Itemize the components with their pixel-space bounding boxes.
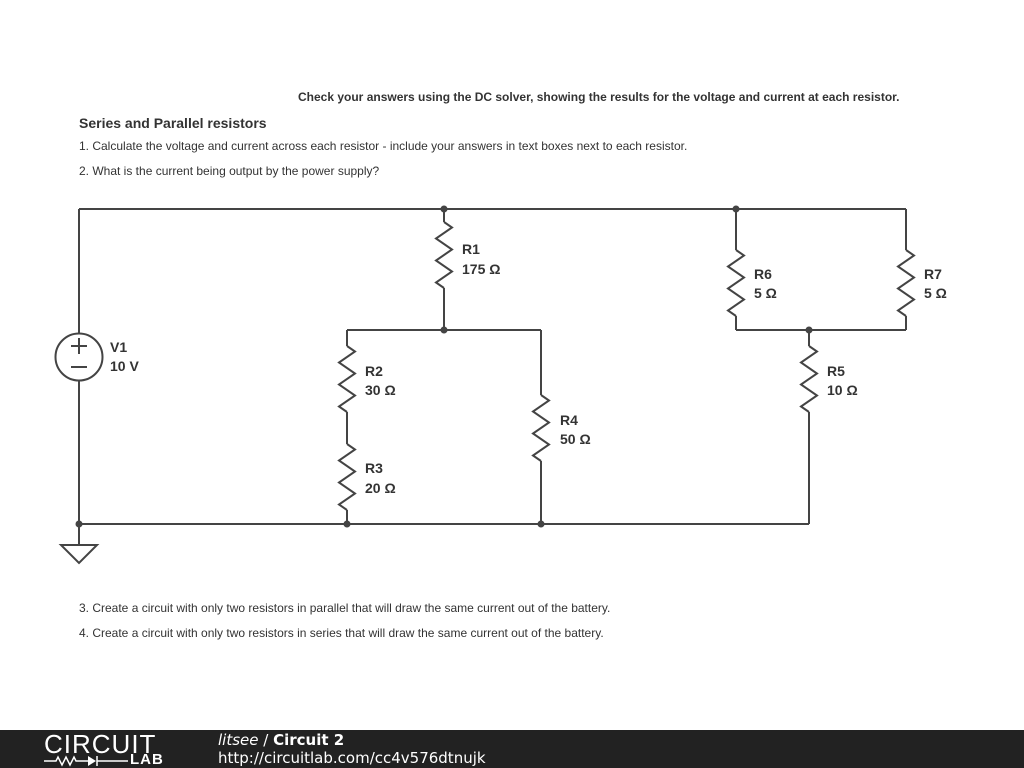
r1-name: R1 xyxy=(462,241,480,257)
wires xyxy=(78,208,907,545)
page-heading: Series and Parallel resistors xyxy=(79,115,267,131)
r5-name: R5 xyxy=(827,363,845,379)
circuit-byline: litsee / Circuit 2 xyxy=(218,731,344,749)
question-3: 3. Create a circuit with only two resist… xyxy=(79,601,611,615)
author-link[interactable]: litsee xyxy=(218,731,259,749)
r7-value: 5 Ω xyxy=(924,285,947,301)
question-2: 2. What is the current being output by t… xyxy=(79,164,380,178)
ground-symbol xyxy=(58,544,100,565)
resistor-r1[interactable] xyxy=(434,221,454,289)
circuit-title[interactable]: Circuit 2 xyxy=(273,731,345,749)
r4-value: 50 Ω xyxy=(560,431,591,447)
question-1: 1. Calculate the voltage and current acr… xyxy=(79,139,688,153)
r3-name: R3 xyxy=(365,460,383,476)
resistor-r5[interactable] xyxy=(799,345,819,413)
circuitlab-logo-text[interactable]: CIRCUIT xyxy=(44,729,157,759)
source-circle xyxy=(54,332,104,382)
v1-value: 10 V xyxy=(110,358,139,374)
dc-solver-note: Check your answers using the DC solver, … xyxy=(298,90,900,104)
r2-value: 30 Ω xyxy=(365,382,396,398)
r5-value: 10 Ω xyxy=(827,382,858,398)
resistor-r2[interactable] xyxy=(337,345,357,413)
byline-separator: / xyxy=(258,731,274,749)
question-4: 4. Create a circuit with only two resist… xyxy=(79,626,604,640)
logo-resistor-icon xyxy=(44,755,128,767)
r2-name: R2 xyxy=(365,363,383,379)
r6-name: R6 xyxy=(754,266,772,282)
r3-value: 20 Ω xyxy=(365,480,396,496)
r7-name: R7 xyxy=(924,266,942,282)
resistor-r3[interactable] xyxy=(337,443,357,511)
v1-name: V1 xyxy=(110,339,127,355)
circuit-schematic: V1 10 V R1 175 Ω R2 30 Ω R3 20 Ω R4 50 Ω… xyxy=(54,205,947,565)
r1-value: 175 Ω xyxy=(462,261,500,277)
voltage-source-v1[interactable] xyxy=(54,332,104,382)
r4-name: R4 xyxy=(560,412,578,428)
circuitlab-logo-lab: LAB xyxy=(130,751,164,768)
junction-nodes xyxy=(75,205,813,528)
footer-bar: CIRCUIT LAB litsee / Circuit 2 http://ci… xyxy=(0,730,1024,768)
resistor-r6[interactable] xyxy=(726,249,746,317)
circuit-url[interactable]: http://circuitlab.com/cc4v576dtnujk xyxy=(218,749,486,767)
r6-value: 5 Ω xyxy=(754,285,777,301)
resistor-r4[interactable] xyxy=(531,394,551,462)
resistor-r7[interactable] xyxy=(896,249,916,317)
